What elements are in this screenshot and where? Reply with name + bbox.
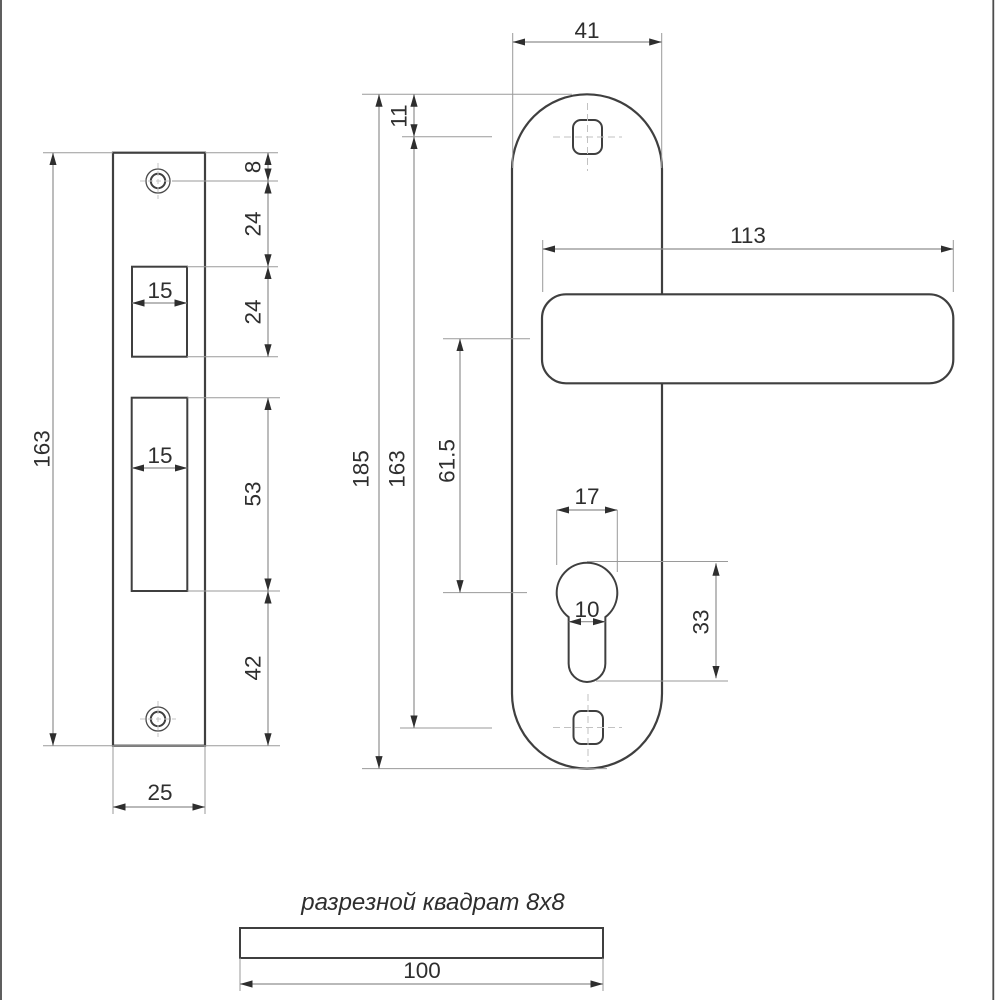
strike-plate-upper-cutout [131,265,188,358]
dim-label-keyhole-height: 33 [689,609,714,634]
lever-handle-outline [540,293,955,385]
bottom-screw-hole-outer-left-view [145,706,171,732]
strike-plate-lower-cutout [130,396,189,593]
dim-label-plate-height: 185 [349,450,374,488]
dim-label-width-strike: 25 [147,780,172,805]
top-screw-hole-outer-left-view [145,168,171,194]
dim-label-cutout2-width: 15 [147,443,172,468]
handle-plate-view [510,93,955,770]
square-rod-caption: разрезной квадрат 8x8 [300,889,565,916]
dimension-lines [49,38,954,988]
dim-label-height-strike: 163 [30,430,55,468]
dim-label-cutout2-height: 53 [241,481,266,506]
dim-label-top-to-hole-plate: 11 [387,104,412,127]
dim-label-hole-to-cutout: 24 [241,211,266,236]
dim-label-plate-width: 41 [574,18,599,43]
strike-plate-view [111,151,207,747]
dimension-labels: 163 8 24 24 53 42 15 15 25 41 11 185 163… [30,18,766,983]
dim-label-handle-length: 113 [730,223,766,248]
centerlines [140,103,622,762]
dim-label-cutout-to-bottom: 42 [241,655,266,680]
dim-label-keyhole-diameter: 17 [574,484,599,509]
dim-label-rod-length: 100 [403,958,441,983]
dim-label-cutout1-width: 15 [147,278,172,303]
dim-label-top-to-hole: 8 [241,161,266,174]
dim-label-hole-span: 163 [385,450,410,488]
square-rod-outline [239,927,604,959]
dim-label-keyhole-slot-width: 10 [574,597,599,622]
dim-label-cutout1-height: 24 [241,299,266,324]
dim-label-handle-to-keyhole: 61.5 [435,439,460,483]
